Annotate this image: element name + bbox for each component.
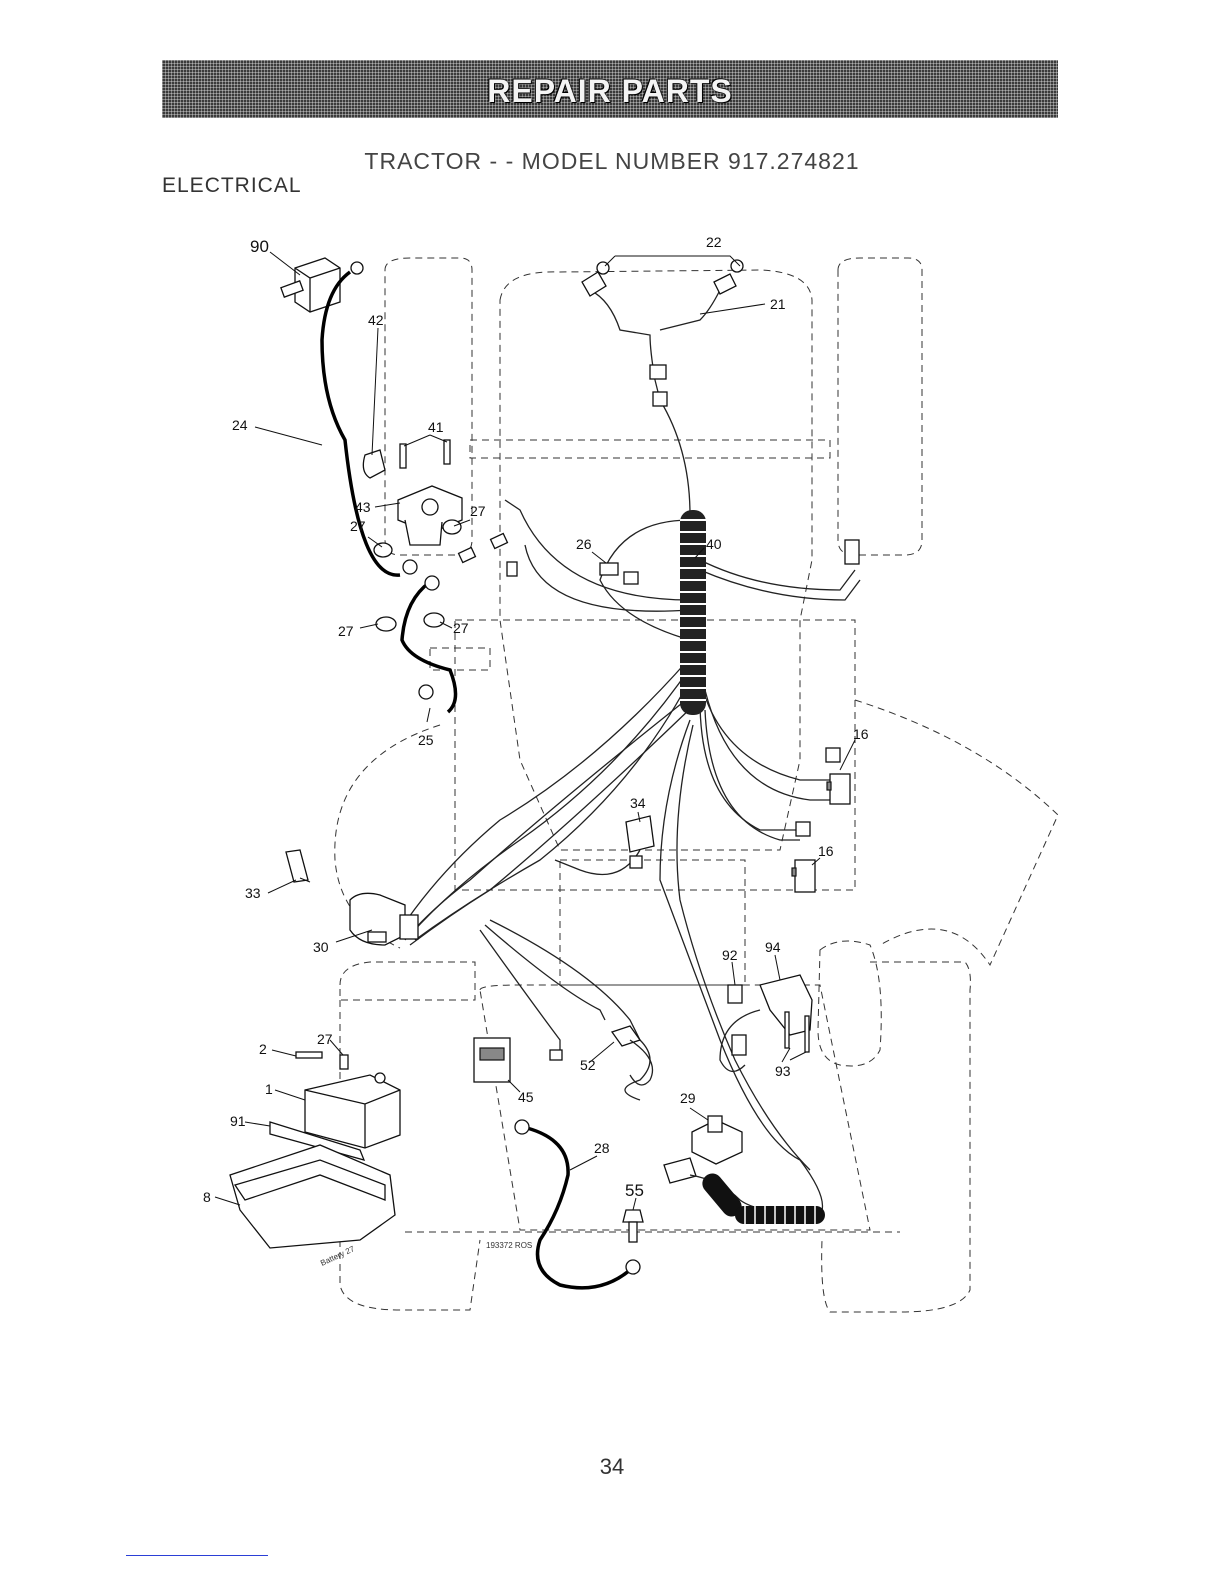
callout-55: 55 <box>625 1181 644 1200</box>
callout-30: 30 <box>313 939 329 955</box>
coiled-cord <box>698 1169 825 1224</box>
callout-43: 43 <box>355 499 371 515</box>
page-number: 34 <box>0 1454 1224 1480</box>
callout-27-a: 27 <box>350 518 366 534</box>
callout-16-b: 16 <box>818 843 834 859</box>
callout-33: 33 <box>245 885 261 901</box>
callout-27-e: 27 <box>317 1031 333 1047</box>
callout-labels: 90 22 21 42 41 24 43 27 27 27 27 26 40 2… <box>203 234 869 1205</box>
battery-text: Battery 27 <box>319 1244 356 1268</box>
callout-40: 40 <box>706 536 722 552</box>
battery-assembly: Battery 27 <box>230 1052 400 1268</box>
part-92-94-93 <box>728 941 881 1066</box>
callout-22: 22 <box>706 234 722 250</box>
footer-rule <box>126 1555 268 1556</box>
leader-lines <box>215 252 855 1210</box>
harness-loom <box>680 510 706 715</box>
callout-24: 24 <box>232 417 248 433</box>
callout-41: 41 <box>428 419 444 435</box>
callout-26: 26 <box>576 536 592 552</box>
part-29-switch <box>664 1116 820 1213</box>
callout-93: 93 <box>775 1063 791 1079</box>
callout-8: 8 <box>203 1189 211 1205</box>
part-55-bolt <box>623 1210 643 1242</box>
callout-27-c: 27 <box>338 623 354 639</box>
part-30-ignition-switch <box>350 893 418 945</box>
callout-27-b: 27 <box>470 503 486 519</box>
callout-28: 28 <box>594 1140 610 1156</box>
callout-52: 52 <box>580 1057 596 1073</box>
callout-94: 94 <box>765 939 781 955</box>
headlight-harness <box>582 260 743 406</box>
callout-92: 92 <box>722 947 738 963</box>
part-16-switches <box>792 748 850 892</box>
callout-29: 29 <box>680 1090 696 1106</box>
callout-21: 21 <box>770 296 786 312</box>
callout-90: 90 <box>250 237 269 256</box>
part-28-ground-cable <box>515 1120 640 1288</box>
part-45-hour-meter <box>474 1038 510 1082</box>
callout-34: 34 <box>630 795 646 811</box>
callout-91: 91 <box>230 1113 246 1129</box>
drawing-number: 193372 ROS <box>486 1241 532 1250</box>
callout-2: 2 <box>259 1041 267 1057</box>
callout-25: 25 <box>418 732 434 748</box>
part-90-plug <box>281 258 340 312</box>
part-33-key <box>286 850 310 882</box>
callout-1: 1 <box>265 1081 273 1097</box>
callout-42: 42 <box>368 312 384 328</box>
solenoid-assembly <box>363 440 507 631</box>
callout-27-d: 27 <box>453 620 469 636</box>
callout-45: 45 <box>518 1089 534 1105</box>
callout-16-a: 16 <box>853 726 869 742</box>
